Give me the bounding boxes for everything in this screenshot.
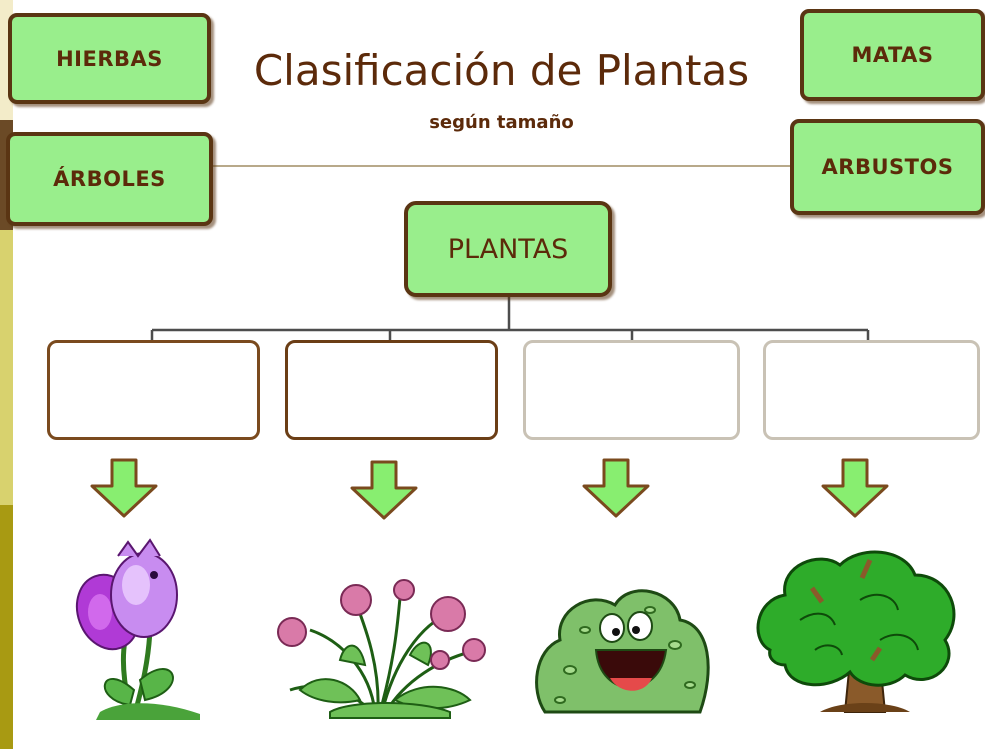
word-card-arbustos[interactable]: ARBUSTOS: [790, 119, 985, 215]
answer-box-4[interactable]: [763, 340, 980, 440]
page-subtitle: según tamaño: [429, 112, 574, 133]
flower-icon: [75, 538, 200, 720]
answer-box-3[interactable]: [523, 340, 740, 440]
left-strip-mid: [0, 230, 13, 505]
down-arrow-icon: [350, 460, 418, 520]
down-arrow-icon: [582, 458, 650, 518]
root-node-plantas: PLANTAS: [404, 201, 612, 297]
down-arrow-icon: [90, 458, 158, 518]
flowering-herb-icon: [277, 579, 486, 719]
answer-box-2[interactable]: [285, 340, 498, 440]
word-card-matas[interactable]: MATAS: [800, 9, 985, 101]
answer-box-1[interactable]: [47, 340, 260, 440]
tree-connector: [150, 297, 870, 342]
left-strip-bottom: [0, 505, 13, 749]
tree-icon: [756, 550, 956, 713]
word-card-hierbas[interactable]: HIERBAS: [8, 13, 211, 104]
word-card-arboles[interactable]: ÁRBOLES: [6, 132, 213, 226]
down-arrow-icon: [821, 458, 889, 518]
page-title: Clasificación de Plantas: [253, 46, 750, 95]
smiling-bush-icon: [535, 589, 710, 714]
